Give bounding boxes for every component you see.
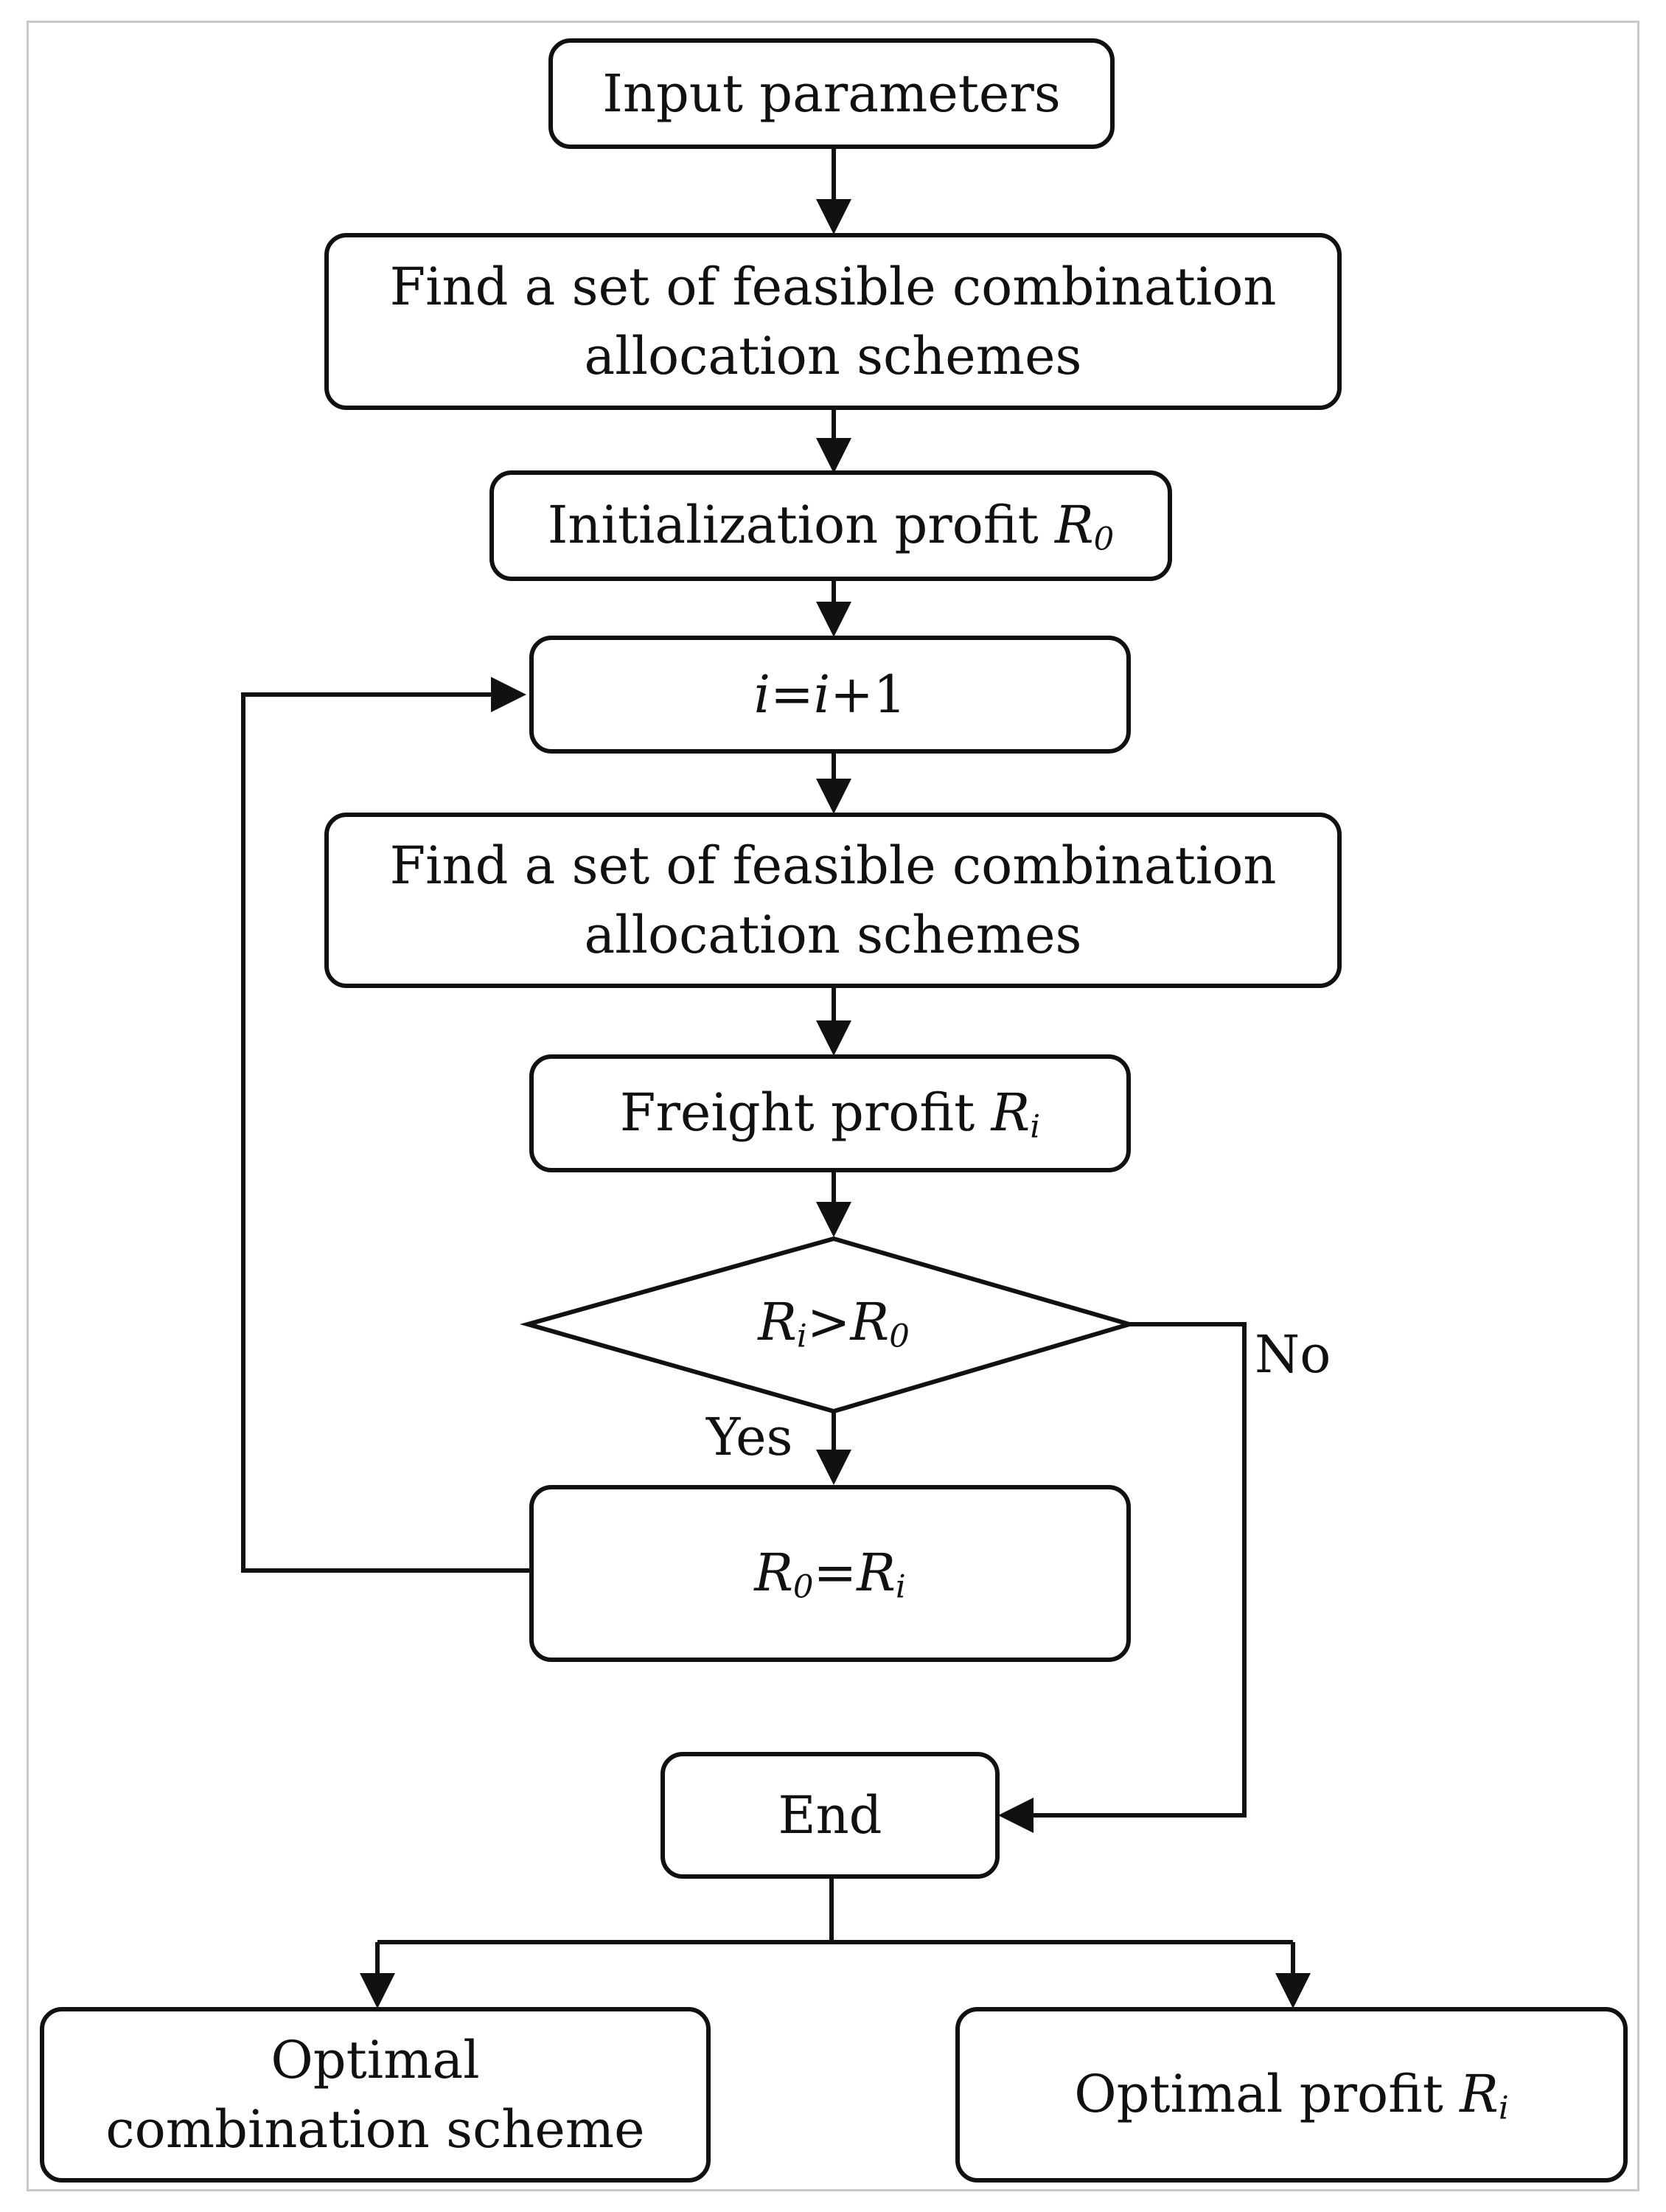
decision-diamond <box>519 1236 1137 1414</box>
node-assign-profit: R0=Ri <box>529 1485 1131 1662</box>
decision-label: Ri>R0 <box>758 1292 910 1355</box>
node-find-schemes-2: Find a set of feasible combination alloc… <box>324 813 1342 988</box>
node-input-parameters: Input parameters <box>548 38 1115 149</box>
node-optimal-scheme-line2: combination scheme <box>105 2099 645 2160</box>
node-find-schemes-1-line2: allocation schemes <box>584 326 1082 386</box>
node-find-schemes-1-line1: Find a set of feasible combination <box>389 256 1277 317</box>
edge-decision-no-to-end <box>998 1322 1247 1833</box>
node-optimal-profit: Optimal profit Ri <box>955 2007 1628 2183</box>
node-iteration: i=i+1 <box>529 636 1131 754</box>
node-end-label: End <box>778 1784 882 1846</box>
node-end: End <box>661 1752 1000 1879</box>
node-find-schemes-2-line2: allocation schemes <box>584 905 1082 965</box>
edge-assign-loop-back <box>241 677 531 1573</box>
edge-label-no: No <box>1255 1324 1331 1385</box>
node-freight-profit-label: Freight profit Ri <box>619 1082 1041 1146</box>
node-iteration-label: i=i+1 <box>753 664 907 725</box>
edge-label-yes: Yes <box>706 1407 793 1467</box>
subscript-0: 0 <box>1093 521 1115 558</box>
node-input-parameters-label: Input parameters <box>602 63 1061 124</box>
node-init-profit-label: Initialization profit R0 <box>547 494 1115 558</box>
node-init-profit: Initialization profit R0 <box>489 470 1172 581</box>
node-find-schemes-2-line1: Find a set of feasible combination <box>389 835 1277 896</box>
node-freight-profit: Freight profit Ri <box>529 1054 1131 1172</box>
symbol-r: R <box>1054 494 1094 555</box>
node-find-schemes-1: Find a set of feasible combination alloc… <box>324 233 1342 410</box>
diagram-frame <box>27 21 1639 2191</box>
node-assign-profit-label: R0=Ri <box>754 1542 906 1606</box>
node-optimal-scheme-line1: Optimal <box>271 2029 480 2090</box>
node-optimal-scheme: Optimal combination scheme <box>40 2007 711 2183</box>
node-optimal-profit-label: Optimal profit Ri <box>1074 2063 1509 2127</box>
